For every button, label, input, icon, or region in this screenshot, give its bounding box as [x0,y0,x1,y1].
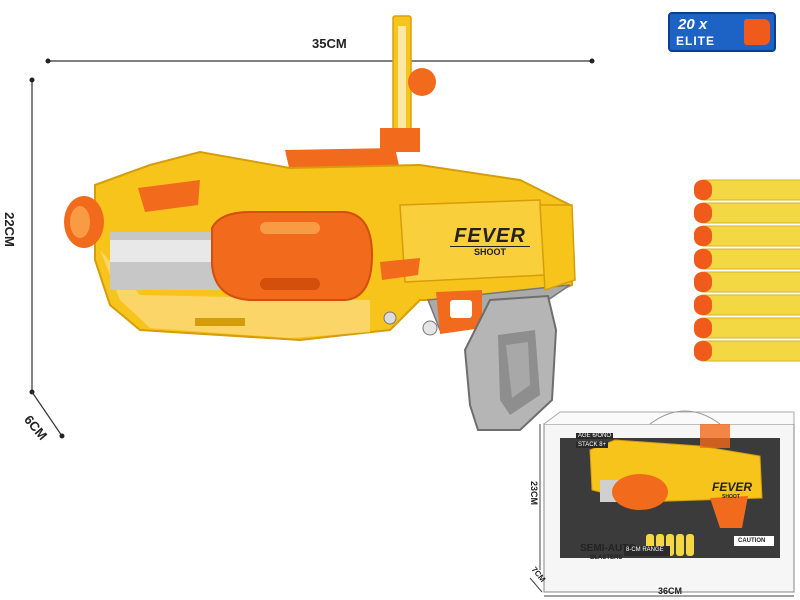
package-range: 8-CM RANGE [626,547,664,553]
package-logo-brand: FEVER [712,480,753,494]
package-caution: CAUTION [738,538,766,544]
depth-dimension-line [31,391,63,437]
badge-label: ELITE [676,34,716,48]
package-subtitle: BLASTERS [590,555,623,561]
length-dimension-end [589,58,595,64]
package-dimension-lines [529,424,794,597]
top-sight [380,15,436,152]
package-width-label: 36CM [658,586,683,596]
package-title: SEMI-AUTO [580,543,636,554]
package-logo-sub: SHOOT [722,494,740,500]
height-dimension-end [29,77,35,83]
foam-dart [694,317,800,339]
foam-dart [694,179,800,201]
elite-badge: 20 x ELITE [668,12,776,52]
dart-column [694,179,800,362]
package-age-label: AGE 6/ONO [576,433,614,439]
rotating-drum [211,211,374,301]
blaster-logo: FEVER SHOOT [450,226,530,257]
depth-dimension-end [59,433,65,439]
foam-dart [694,202,800,224]
foam-dart [694,225,800,247]
badge-count: 20 x [678,16,708,33]
length-dimension-end [45,58,51,64]
foam-dart [694,340,800,362]
length-label: 35CM [312,36,347,51]
logo-sub: SHOOT [450,246,530,257]
package-dart-label: STACK 8+ [576,442,609,448]
dart-icon [744,19,770,45]
package-box [543,410,795,593]
foam-dart [694,248,800,270]
package-height-label: 23CM [529,480,540,506]
foam-dart [694,271,800,293]
logo-brand: FEVER [454,225,526,247]
foam-dart [694,294,800,316]
